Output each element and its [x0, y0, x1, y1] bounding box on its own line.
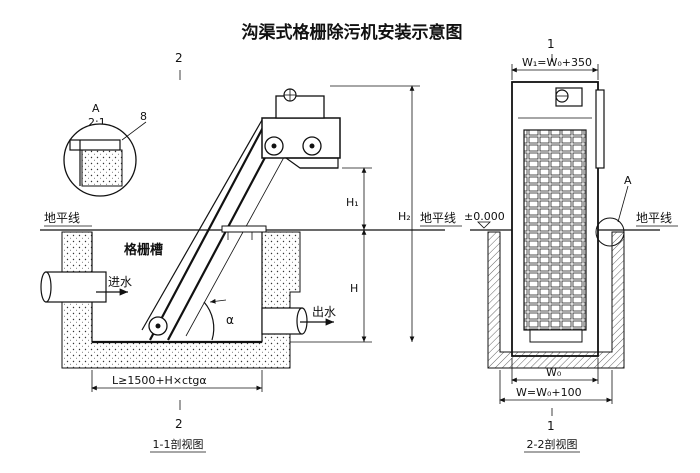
grille-screen: [523, 129, 587, 331]
angle-arc: [203, 301, 215, 341]
w0-label: W₀: [546, 366, 562, 379]
ground-label-right-b: 地平线: [636, 211, 672, 225]
ground-label-left: 地平线: [44, 211, 80, 225]
part-number: 8: [140, 110, 147, 123]
section-mark-bottom-right: 1: [547, 419, 555, 433]
inlet-label: 进水: [108, 275, 132, 289]
section-2-2-view: 1 W₁=W₀+350 地平线 ±0.000 地平线: [420, 37, 678, 453]
section-mark-top-left: 2: [175, 51, 183, 65]
svg-text:A: A: [92, 102, 100, 115]
drive-unit-right: [555, 87, 605, 169]
detail-a-label-right: A: [624, 174, 632, 187]
detail-a-marker: [595, 217, 625, 247]
support-beam: [221, 225, 267, 233]
elevation-label: ±0.000: [464, 210, 505, 223]
section-mark-top-right: 1: [547, 37, 555, 51]
channel-label: 格栅槽: [124, 242, 163, 258]
diagram-title: 沟渠式格栅除污机安装示意图: [242, 22, 463, 43]
h-label: H: [350, 282, 358, 295]
w-formula: W=W₀+100: [516, 386, 582, 399]
angle-label: α: [226, 313, 234, 327]
ground-label-right-a: 地平线: [420, 211, 456, 225]
outlet-label: 出水: [312, 305, 336, 319]
detail-a-callout: A 2:1 8: [63, 102, 147, 197]
w1-formula: W₁=W₀+350: [522, 56, 592, 69]
drive-unit-left: [261, 88, 341, 169]
inlet-pipe: [45, 271, 107, 303]
channel-wall-right: [487, 231, 625, 369]
discharge-chute: [284, 157, 339, 169]
caption-left: 1-1剖视图: [153, 437, 204, 451]
outlet-pipe: [261, 307, 303, 335]
length-formula: L≥1500+H×ctgα: [112, 374, 207, 387]
section-mark-bottom-left: 2: [175, 417, 183, 431]
section-1-1-view: 2 地平线 进水 出水 格栅槽: [40, 51, 445, 453]
h1-label: H₁: [346, 196, 359, 209]
motor-box: [275, 95, 325, 119]
h2-label: H₂: [398, 210, 411, 223]
caption-right: 2-2剖视图: [527, 437, 578, 451]
